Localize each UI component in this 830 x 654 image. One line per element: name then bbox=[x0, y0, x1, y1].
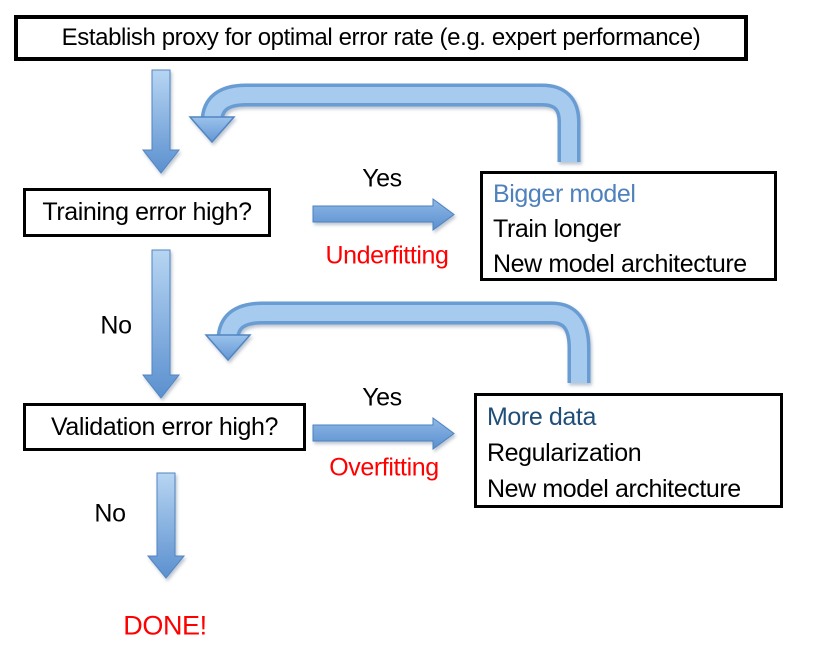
action-regularization: Regularization bbox=[487, 439, 642, 467]
action-bigger-model: Bigger model bbox=[493, 180, 636, 208]
action-new-architecture-1: New model architecture bbox=[493, 250, 747, 278]
down-arrow-no-1 bbox=[141, 249, 181, 399]
yes-arrow-1 bbox=[312, 198, 455, 231]
yes-label-2: Yes bbox=[362, 383, 402, 412]
underfit-actions-box: Bigger model Train longer New model arch… bbox=[480, 171, 777, 281]
establish-proxy-box: Establish proxy for optimal error rate (… bbox=[14, 15, 748, 61]
action-new-architecture-2: New model architecture bbox=[487, 475, 741, 503]
yes-arrow-2 bbox=[312, 417, 455, 450]
training-error-question-box: Training error high? bbox=[23, 188, 271, 237]
down-arrow-done bbox=[146, 472, 186, 579]
overfit-actions-box: More data Regularization New model archi… bbox=[474, 393, 783, 508]
validation-error-question-text: Validation error high? bbox=[51, 412, 278, 441]
loop-arrow-overfit bbox=[204, 301, 591, 383]
yes-label-1: Yes bbox=[362, 164, 402, 193]
underfitting-label: Underfitting bbox=[325, 241, 449, 270]
establish-proxy-text: Establish proxy for optimal error rate (… bbox=[61, 24, 701, 51]
loop-arrow-underfit bbox=[188, 83, 581, 162]
action-more-data: More data bbox=[487, 403, 596, 431]
overfitting-label: Overfitting bbox=[329, 453, 439, 482]
validation-error-question-box: Validation error high? bbox=[23, 403, 306, 451]
training-error-question-text: Training error high? bbox=[42, 198, 252, 226]
no-label-1: No bbox=[100, 311, 132, 340]
down-arrow-top bbox=[141, 69, 181, 174]
done-label: DONE! bbox=[123, 610, 207, 641]
action-train-longer: Train longer bbox=[493, 215, 621, 243]
no-label-2: No bbox=[94, 499, 126, 528]
